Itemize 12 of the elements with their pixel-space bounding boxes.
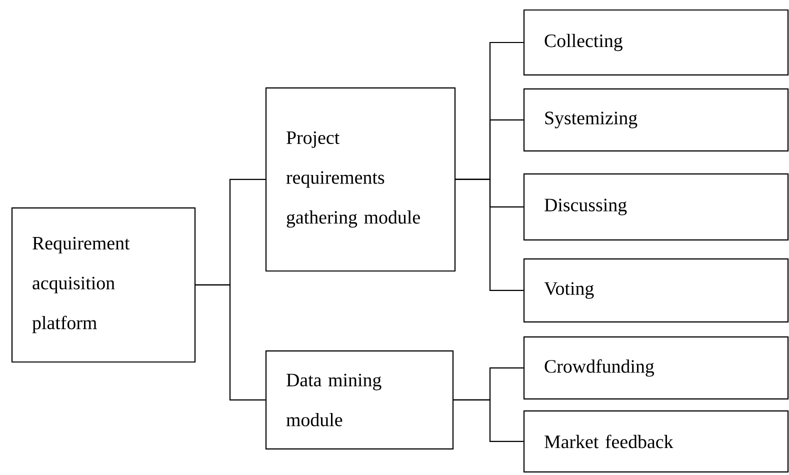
connector-line (196, 284, 266, 401)
connector-line (456, 178, 524, 292)
box: Data mining module (265, 350, 454, 450)
box: Systemizing (523, 88, 789, 152)
box: Crowdfunding (523, 336, 789, 400)
box: Collecting (523, 9, 789, 76)
box: Voting (523, 258, 789, 323)
box: Requirement acquisition platform (11, 207, 196, 363)
box: Discussing (523, 173, 789, 241)
connector-line (454, 399, 524, 442)
box: Project requirements gathering module (265, 87, 456, 272)
box: Market feedback (523, 410, 789, 473)
